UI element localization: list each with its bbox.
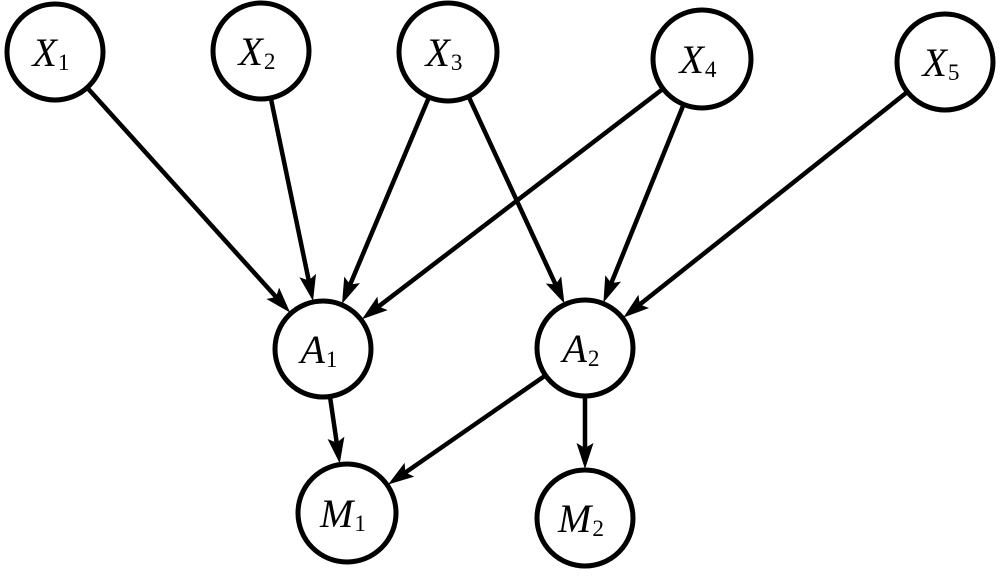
node-circle-a2[interactable] [534,297,636,399]
node-m1[interactable]: M1 [295,461,399,565]
edge-a2-to-m2 [576,397,594,469]
node-m2[interactable]: M2 [534,467,636,569]
node-circle-a1[interactable] [272,298,374,400]
node-x5[interactable]: X5 [894,11,996,113]
node-x3[interactable]: X3 [396,0,500,104]
node-circle-x5[interactable] [894,11,996,113]
edge-x3-to-a2 [466,96,565,304]
node-label-m2: M2 [557,496,604,543]
node-label-x4: X4 [677,37,716,84]
edge-x5-to-a2 [623,90,909,318]
edge-x4-to-a2 [603,104,686,303]
arrowhead [388,462,415,485]
arrowhead [299,273,317,302]
edge-x2-to-a1 [268,98,317,302]
node-label-a1: A1 [297,327,337,374]
node-circle-x2[interactable] [210,0,312,102]
edge-a2-to-m1 [388,374,547,485]
node-label-x3: X3 [423,30,462,77]
node-a2[interactable]: A2 [534,297,636,399]
node-label-a2: A2 [559,326,599,373]
node-x4[interactable]: X4 [650,7,754,111]
node-label-x5: X5 [920,40,959,87]
edge-x1-to-a1 [86,86,291,313]
node-circle-x4[interactable] [650,7,754,111]
edge-layer [86,86,909,485]
arrowhead [623,294,650,318]
node-label-x2: X2 [236,29,275,76]
arrowhead [266,287,291,313]
edge-x3-to-a1 [342,97,431,304]
node-label-x1: X1 [30,30,69,77]
node-circle-m1[interactable] [295,461,399,565]
node-label-m1: M1 [319,491,366,538]
edge-x4-to-a1 [361,87,664,320]
node-circle-x3[interactable] [396,0,500,104]
node-x1[interactable]: X1 [4,1,106,103]
arrowhead [545,276,565,304]
arrowhead [342,276,360,304]
node-circle-x1[interactable] [4,1,106,103]
node-x2[interactable]: X2 [210,0,312,102]
arrowhead [327,436,345,464]
node-circle-m2[interactable] [534,467,636,569]
arrowhead [603,275,622,303]
arrowhead [576,443,594,469]
edge-a1-to-m1 [327,397,345,464]
node-a1[interactable]: A1 [272,298,374,400]
arrowhead [361,296,388,320]
